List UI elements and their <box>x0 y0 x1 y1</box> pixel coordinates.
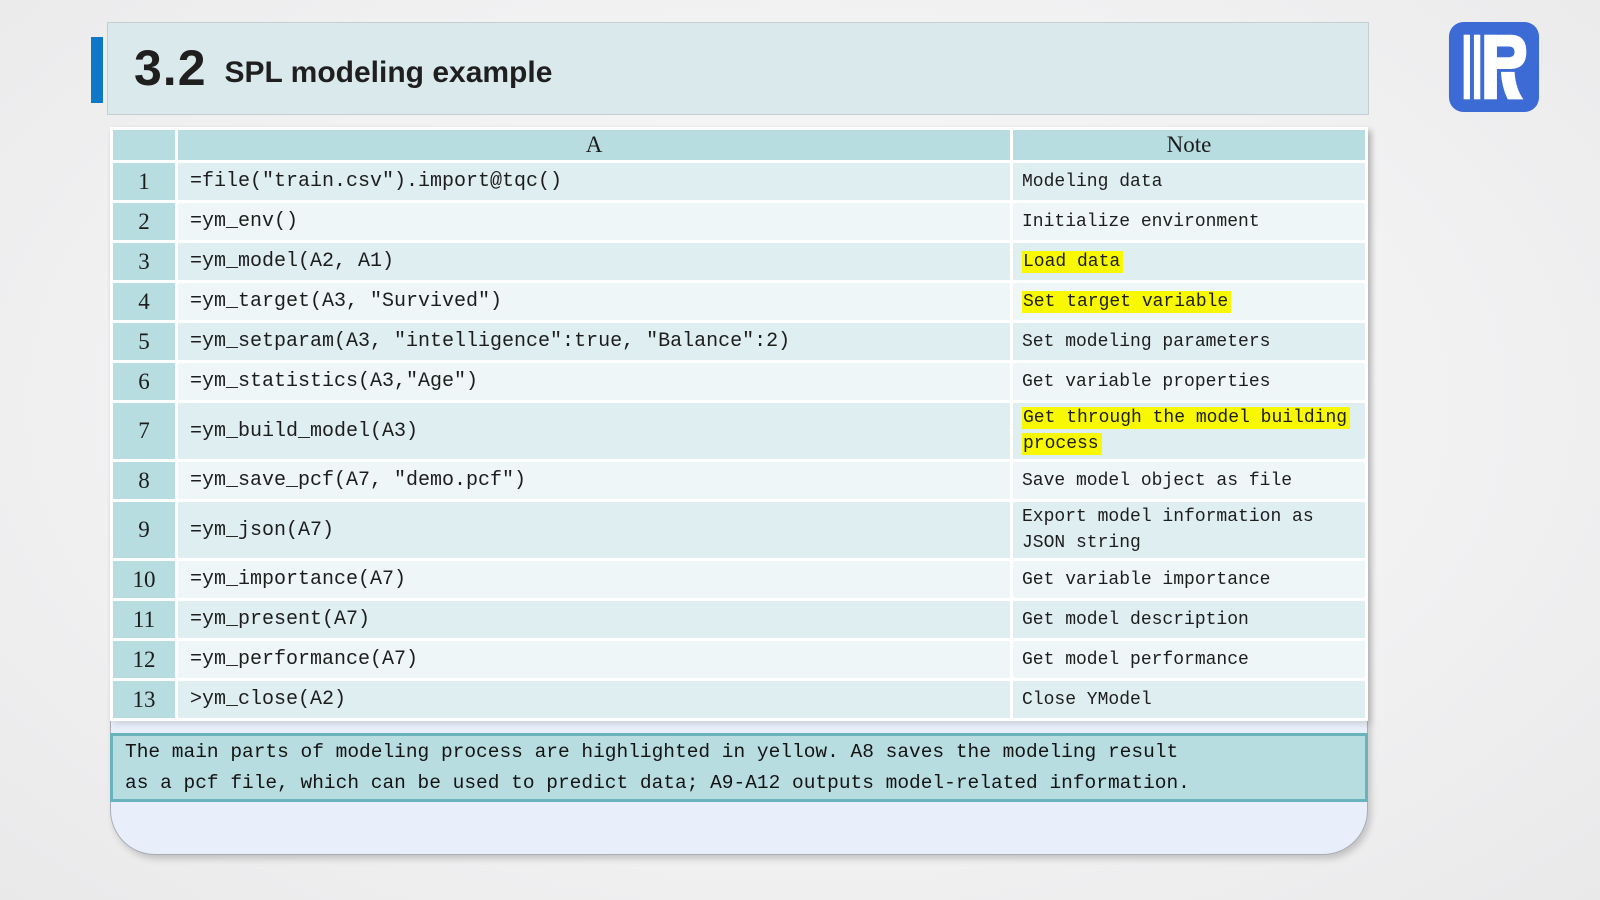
code-cell[interactable]: =ym_importance(A7) <box>178 561 1010 598</box>
table-row: 9=ym_json(A7) Export model information as… <box>113 502 1365 558</box>
table-row: 1=file("train.csv").import@tqc() Modeling… <box>113 163 1365 200</box>
table-row: 6=ym_statistics(A3,"Age") Get variable pr… <box>113 363 1365 400</box>
title-accent-bar <box>91 37 103 103</box>
page-title: SPL modeling example <box>224 55 553 89</box>
note-cell: Export model information as JSON string <box>1013 502 1365 558</box>
note-text: Modeling data <box>1022 171 1163 192</box>
row-number-cell: 5 <box>113 323 175 360</box>
note-cell: Initialize environment <box>1013 203 1365 240</box>
note-text-highlighted: Set target variable <box>1022 290 1232 313</box>
code-cell[interactable]: =file("train.csv").import@tqc() <box>178 163 1010 200</box>
note-text: Save model object as file <box>1022 470 1293 491</box>
note-text: Export model information as JSON string <box>1022 507 1314 553</box>
note-cell: Get model performance <box>1013 641 1365 678</box>
row-number-cell: 1 <box>113 163 175 200</box>
code-cell[interactable]: =ym_build_model(A3) <box>178 403 1010 459</box>
note-cell: Set modeling parameters <box>1013 323 1365 360</box>
code-cell[interactable]: =ym_setparam(A3, "intelligence":true, "B… <box>178 323 1010 360</box>
row-number-cell: 2 <box>113 203 175 240</box>
row-number-cell: 8 <box>113 462 175 499</box>
row-number-cell: 13 <box>113 681 175 718</box>
code-cell[interactable]: =ym_performance(A7) <box>178 641 1010 678</box>
table-row: 10=ym_importance(A7) Get variable importa… <box>113 561 1365 598</box>
code-cell[interactable]: =ym_statistics(A3,"Age") <box>178 363 1010 400</box>
note-cell: Get variable properties <box>1013 363 1365 400</box>
note-text: Get variable importance <box>1022 569 1271 590</box>
note-text: Set modeling parameters <box>1022 331 1271 352</box>
corner-header-cell <box>113 130 175 160</box>
row-number-cell: 11 <box>113 601 175 638</box>
table-row: 3=ym_model(A2, A1) Load data <box>113 243 1365 280</box>
table-header-row: A Note <box>113 130 1365 160</box>
row-number-cell: 10 <box>113 561 175 598</box>
spl-table-body: 1=file("train.csv").import@tqc() Modeling… <box>113 163 1365 718</box>
table-row: 2=ym_env() Initialize environment <box>113 203 1365 240</box>
raqsoft-logo-icon <box>1447 20 1541 114</box>
column-header-note: Note <box>1013 130 1365 160</box>
note-cell: Save model object as file <box>1013 462 1365 499</box>
row-number-cell: 12 <box>113 641 175 678</box>
summary-callout: The main parts of modeling process are h… <box>110 733 1368 802</box>
row-number-cell: 7 <box>113 403 175 459</box>
slide-title-bar: 3.2 SPL modeling example <box>107 22 1369 115</box>
code-cell[interactable]: =ym_present(A7) <box>178 601 1010 638</box>
note-text: Get variable properties <box>1022 371 1271 392</box>
table-row: 4=ym_target(A3, "Survived") Set target va… <box>113 283 1365 320</box>
code-cell[interactable]: =ym_json(A7) <box>178 502 1010 558</box>
table-row: 11=ym_present(A7) Get model description <box>113 601 1365 638</box>
table-row: 12=ym_performance(A7) Get model performan… <box>113 641 1365 678</box>
code-cell[interactable]: =ym_save_pcf(A7, "demo.pcf") <box>178 462 1010 499</box>
note-text: Initialize environment <box>1022 211 1260 232</box>
note-cell: Get variable importance <box>1013 561 1365 598</box>
note-text-highlighted: Load data <box>1022 250 1124 273</box>
code-cell[interactable]: =ym_target(A3, "Survived") <box>178 283 1010 320</box>
row-number-cell: 3 <box>113 243 175 280</box>
note-cell: Close YModel <box>1013 681 1365 718</box>
row-number-cell: 4 <box>113 283 175 320</box>
note-text-highlighted: Get through the model building process <box>1022 407 1351 455</box>
row-number-cell: 9 <box>113 502 175 558</box>
note-text: Get model performance <box>1022 649 1249 670</box>
code-cell[interactable]: =ym_model(A2, A1) <box>178 243 1010 280</box>
row-number-cell: 6 <box>113 363 175 400</box>
note-text: Close YModel <box>1022 689 1152 710</box>
note-cell: Get through the model building process <box>1013 403 1365 459</box>
table-row: 13>ym_close(A2) Close YModel <box>113 681 1365 718</box>
note-cell: Modeling data <box>1013 163 1365 200</box>
summary-text: The main parts of modeling process are h… <box>125 740 1190 794</box>
code-cell[interactable]: >ym_close(A2) <box>178 681 1010 718</box>
code-cell[interactable]: =ym_env() <box>178 203 1010 240</box>
note-text: Get model description <box>1022 609 1249 630</box>
column-header-a: A <box>178 130 1010 160</box>
spl-table: A Note 1=file("train.csv").import@tqc() M… <box>110 127 1368 721</box>
note-cell: Load data <box>1013 243 1365 280</box>
note-cell: Get model description <box>1013 601 1365 638</box>
note-cell: Set target variable <box>1013 283 1365 320</box>
table-row: 5=ym_setparam(A3, "intelligence":true, "… <box>113 323 1365 360</box>
table-row: 7=ym_build_model(A3)Get through the mode… <box>113 403 1365 459</box>
table-row: 8=ym_save_pcf(A7, "demo.pcf") Save model … <box>113 462 1365 499</box>
section-number: 3.2 <box>134 40 207 96</box>
